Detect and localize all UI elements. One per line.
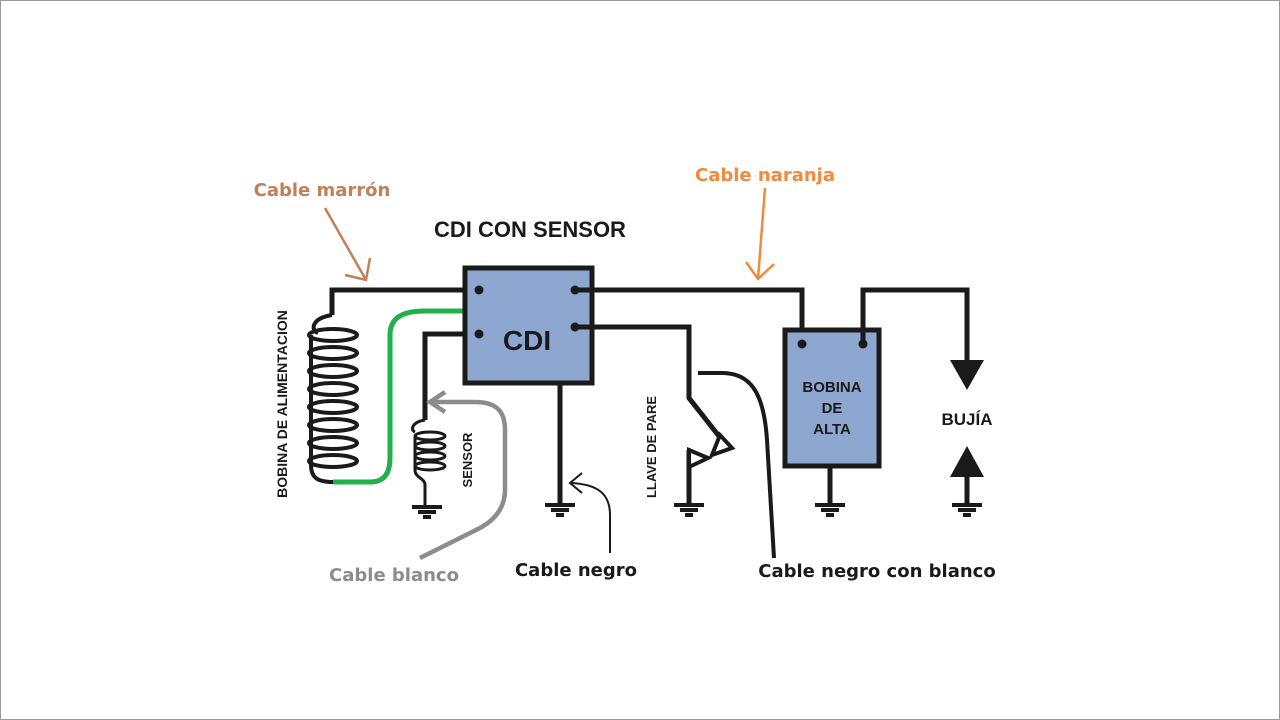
diagram-title: CDI CON SENSOR bbox=[434, 217, 626, 242]
callout-cable-negro: Cable negro bbox=[515, 560, 637, 581]
label-bobina-alta-1: BOBINA bbox=[802, 379, 861, 396]
label-llave-pare: LLAVE DE PARE bbox=[644, 396, 659, 498]
label-cdi: CDI bbox=[503, 325, 551, 356]
bujia-electrode-top bbox=[950, 360, 984, 390]
bujia-electrode-bottom bbox=[950, 446, 984, 477]
callout-cable-negro-blanco: Cable negro con blanco bbox=[758, 561, 995, 582]
wire-green bbox=[333, 308, 480, 485]
label-bobina-alta-2: DE bbox=[822, 400, 843, 417]
arrow-cable-negro bbox=[569, 482, 611, 553]
ground-symbol-llave bbox=[674, 503, 704, 517]
arrow-cable-marron bbox=[323, 207, 372, 282]
wire-cdi-bobina-alta bbox=[575, 287, 805, 342]
bobina-alta-box bbox=[782, 327, 882, 469]
arrow-cable-negro-head bbox=[568, 472, 583, 494]
sensor-coil bbox=[411, 418, 447, 505]
label-bobina-alta-3: ALTA bbox=[813, 421, 851, 438]
callout-cable-naranja: Cable naranja bbox=[695, 165, 835, 186]
switch-contact-upper bbox=[708, 431, 736, 459]
arrow-cable-naranja bbox=[744, 187, 775, 281]
ground-symbol-bobina-alta bbox=[815, 503, 845, 517]
callout-cable-marron: Cable marrón bbox=[254, 180, 391, 201]
wire-cdi-llave-pare bbox=[575, 324, 724, 442]
callout-cable-blanco: Cable blanco bbox=[329, 565, 459, 586]
switch-contact-lower bbox=[687, 446, 713, 471]
arrow-cable-negro-blanco bbox=[698, 371, 776, 559]
bobina-alimentacion-coil bbox=[307, 313, 359, 484]
wire-bobina-alta-bujia bbox=[860, 287, 970, 365]
wire-sensor-cdi bbox=[422, 331, 476, 420]
ground-symbol-bujia bbox=[952, 503, 982, 517]
wire-bobina-cdi-top bbox=[329, 287, 476, 315]
label-bobina-alimentacion: BOBINA DE ALIMENTACION bbox=[274, 310, 290, 498]
ground-symbol-cdi bbox=[545, 503, 575, 517]
label-sensor: SENSOR bbox=[460, 432, 475, 488]
arrow-cable-blanco bbox=[418, 390, 508, 561]
ground-symbol-sensor bbox=[412, 505, 442, 519]
label-bujia: BUJÍA bbox=[941, 410, 992, 429]
